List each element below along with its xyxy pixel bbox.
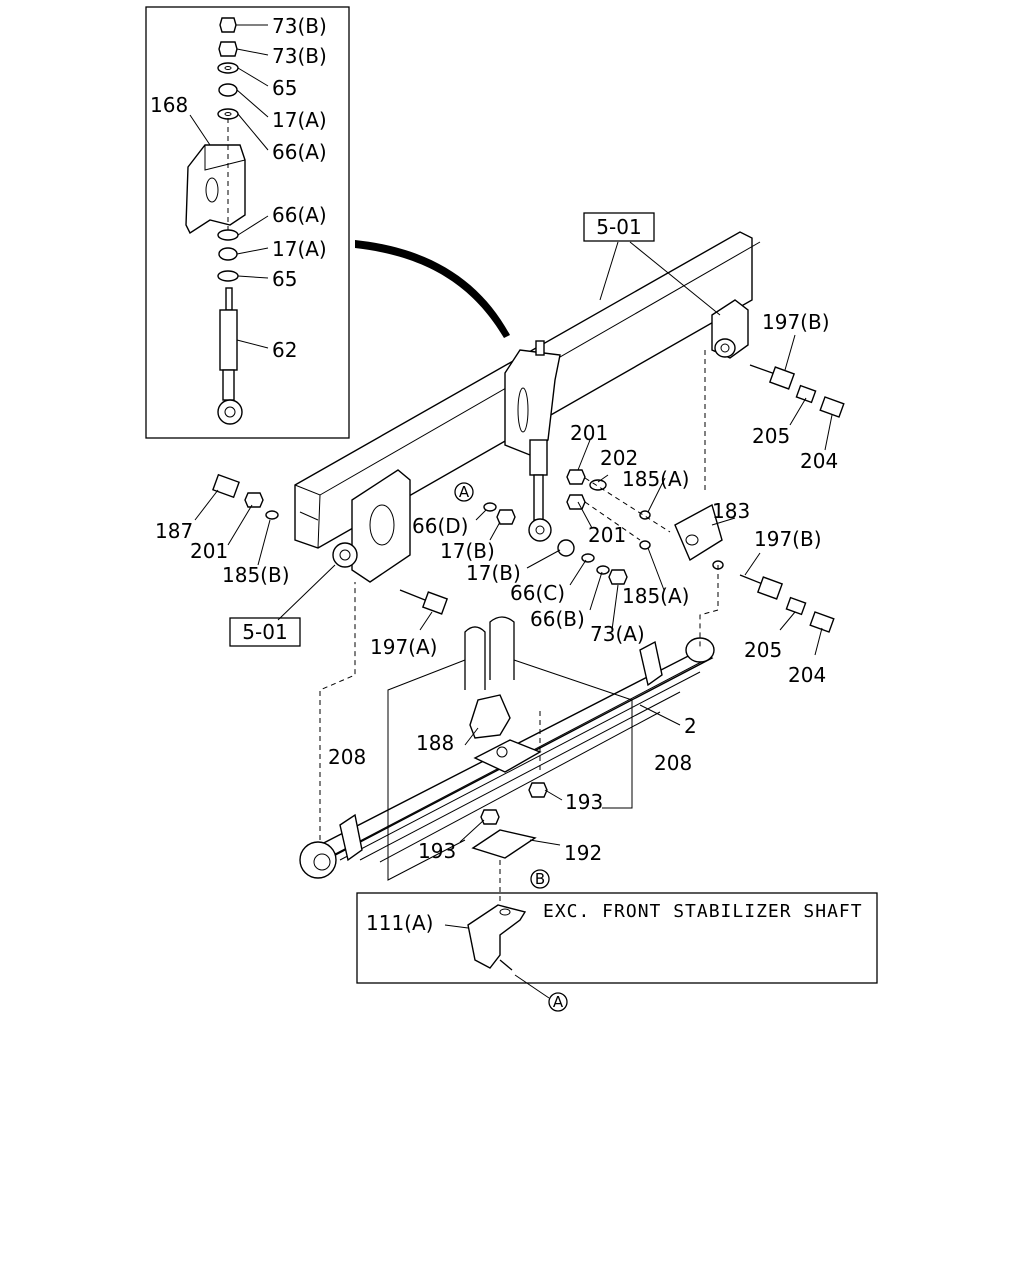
callout-labels: 73(B) 73(B) 65 17(A) 66(A) 168 66(A) 17(A) 65 62 1… <box>150 14 863 1011</box>
callout-label: 66(D) <box>412 514 468 538</box>
bushing-17b-lower <box>557 539 575 557</box>
callout-label: 201 <box>588 523 626 547</box>
callout-label: 111(A) <box>366 911 433 935</box>
u-bolt-208-left <box>464 626 486 690</box>
upper-nut-73b-2 <box>218 41 238 57</box>
ref-circle-label-a-lower: A <box>553 993 564 1011</box>
callout-label: 65 <box>272 267 297 291</box>
callout-label: 66(A) <box>272 140 327 164</box>
callout-label: 185(A) <box>622 584 689 608</box>
callout-label: 17(B) <box>466 561 521 585</box>
frame-ref-box-upper <box>583 212 655 242</box>
ref-circle-label-a-upper: A <box>459 483 470 501</box>
ref-circle-label-b: B <box>535 870 545 888</box>
ref-circle-b <box>530 869 550 889</box>
callout-label: 66(B) <box>530 607 585 631</box>
shock-absorber-62 <box>217 287 243 425</box>
callout-label: 202 <box>600 446 638 470</box>
leader-lines <box>194 241 833 929</box>
callout-label: 197(B) <box>754 527 822 551</box>
callout-label: 208 <box>654 751 692 775</box>
callout-label: 205 <box>744 638 782 662</box>
callout-label: 17(A) <box>272 237 327 261</box>
callout-label: 183 <box>712 499 750 523</box>
washer-65 <box>217 62 239 74</box>
spring-pin-197a <box>399 589 449 615</box>
grease-fitting-205-upper <box>795 384 817 404</box>
washer-66c <box>581 553 595 563</box>
nut-73a <box>608 569 628 585</box>
callout-label: 2 <box>684 714 697 738</box>
callout-label: 204 <box>788 663 826 687</box>
callout-label: 168 <box>150 93 188 117</box>
nut-201-lower <box>566 494 586 510</box>
grease-nipple-204-upper <box>819 396 845 418</box>
callout-label: 65 <box>272 76 297 100</box>
bushing-17a-lower <box>218 247 238 261</box>
callout-label: 66(C) <box>510 581 565 605</box>
shock-bracket-mounted <box>504 340 561 456</box>
nut-201-left <box>244 492 264 508</box>
callout-label: 66(A) <box>272 203 327 227</box>
callout-label: 201 <box>570 421 608 445</box>
washer-66b <box>596 565 610 575</box>
note-box <box>356 892 878 984</box>
callout-label: 192 <box>564 841 602 865</box>
callout-label: 17(B) <box>440 539 495 563</box>
callout-label: 205 <box>752 424 790 448</box>
callout-label: 73(A) <box>590 622 645 646</box>
u-bolt-plate-192 <box>471 829 537 859</box>
washer-66a <box>217 108 239 120</box>
nut-17b <box>496 509 516 525</box>
upper-nut-73b <box>219 17 237 33</box>
callout-label: 187 <box>155 519 193 543</box>
frame-ref-label-lower: 5-01 <box>242 620 287 644</box>
frame-ref-box-lower <box>229 617 301 647</box>
shock-absorber-mounted <box>528 439 552 542</box>
washer-66d <box>483 502 497 512</box>
callout-label: 62 <box>272 338 297 362</box>
grease-nipple-187 <box>212 473 240 499</box>
note-text: EXC. FRONT STABILIZER SHAFT <box>543 901 863 922</box>
bump-stopper-188 <box>469 694 511 739</box>
ref-circle-a-lower <box>548 992 568 1012</box>
callout-label: 193 <box>418 839 456 863</box>
bushing-17a <box>218 83 238 97</box>
callout-label: 193 <box>565 790 603 814</box>
shock-absorber-inset <box>145 6 350 439</box>
callout-label: 17(A) <box>272 108 327 132</box>
callout-label: 73(B) <box>272 14 327 38</box>
grease-nipple-204-lower <box>809 611 835 633</box>
callout-label: 197(B) <box>762 310 830 334</box>
spring-pin-197b-upper <box>749 364 796 390</box>
washer-202 <box>589 479 607 491</box>
callout-label: 185(A) <box>622 467 689 491</box>
spring-pin-197b-lower <box>739 574 784 600</box>
u-bolt-208-right <box>489 616 515 680</box>
callout-label: 185(B) <box>222 563 290 587</box>
callout-label: 197(A) <box>370 635 437 659</box>
callout-label: 188 <box>416 731 454 755</box>
front-hanger-bracket <box>332 469 411 583</box>
washer-185b <box>265 510 279 520</box>
nut-201-upper <box>566 469 586 485</box>
washer-65-lower <box>217 270 239 282</box>
rear-hanger-bracket <box>711 299 749 359</box>
ref-circle-a-upper <box>454 482 474 502</box>
frame-ref-label-upper: 5-01 <box>596 215 641 239</box>
callout-label: 201 <box>190 539 228 563</box>
washer-66a-lower <box>217 229 239 241</box>
nut-193-left <box>480 809 500 825</box>
nut-193-right <box>528 782 548 798</box>
callout-label: 204 <box>800 449 838 473</box>
callout-label: 208 <box>328 745 366 769</box>
washer-185a-lower <box>639 540 651 550</box>
inset-pointer-arrow <box>355 240 510 338</box>
washer-185a-upper <box>639 510 651 520</box>
grease-fitting-205-lower <box>785 596 807 616</box>
bracket-168 <box>185 144 246 235</box>
callout-label: 73(B) <box>272 44 327 68</box>
